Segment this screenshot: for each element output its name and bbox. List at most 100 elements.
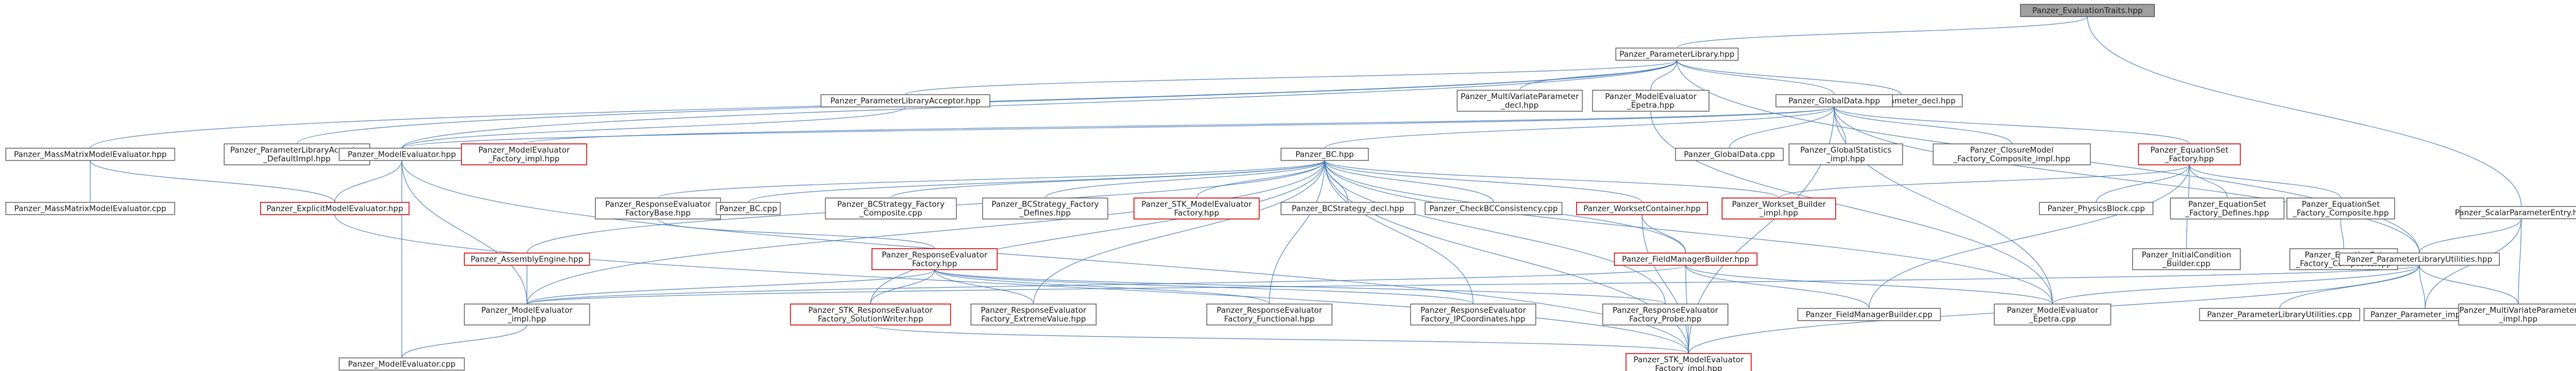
edge-mmme-to-explicitme	[87, 155, 335, 203]
node-box	[1206, 303, 1333, 326]
node-mmme[interactable]: Panzer_MassMatrixModelEvaluator.hpp	[5, 147, 175, 161]
node-globaldata_cpp[interactable]: Panzer_GlobalData.cpp	[1675, 147, 1784, 161]
node-meh[interactable]: Panzer_ModelEvaluator.hpp	[338, 147, 465, 161]
node-plu_cpp[interactable]: Panzer_ParameterLibraryUtilities.cpp	[2199, 308, 2361, 321]
edge-bc-to-workset_container	[1322, 155, 1643, 203]
node-label: Factory_impl.hpp	[1655, 364, 1722, 371]
node-plu[interactable]: Panzer_ParameterLibraryUtilities.hpp	[2338, 252, 2500, 266]
edge-meh-to-me_impl	[399, 155, 528, 305]
edge-plu-to-param_impl	[2416, 260, 2426, 309]
node-workset_container[interactable]: Panzer_WorksetContainer.hpp	[1576, 202, 1708, 215]
edge-globaldata-to-me_fact_impl	[523, 101, 1838, 144]
node-plaacc[interactable]: Panzer_ParameterLibraryAcceptor.hpp	[820, 94, 990, 108]
edge-workset_container-to-fmb	[1639, 209, 1686, 253]
node-assembly[interactable]: Panzer_AssemblyEngine.hpp	[463, 252, 590, 266]
node-fmb[interactable]: Panzer_FieldManagerBuilder.hpp	[1613, 252, 1758, 266]
edge-me_impl-to-me_cpp	[401, 320, 530, 358]
node-label: Panzer_BCStrategy_Factory	[837, 200, 944, 209]
node-globalstats[interactable]: Panzer_GlobalStatistics_impl.hpp	[1788, 143, 1903, 165]
node-bcstrat_comp[interactable]: Panzer_BCStrategy_Factory_Composite.cpp	[825, 197, 957, 220]
node-label: Panzer_BC.cpp	[719, 204, 777, 214]
edge-resp_factory-to-resp_probe	[931, 264, 1666, 305]
edge-paramlib-to-globaldata	[1674, 55, 1835, 95]
node-box	[2132, 248, 2241, 270]
node-eqset_factory[interactable]: Panzer_EquationSet_Factory.hpp	[2138, 143, 2241, 165]
node-fmb_cpp[interactable]: Panzer_FieldManagerBuilder.cpp	[1797, 308, 1941, 321]
node-checkbc[interactable]: Panzer_CheckBCConsistency.cpp	[1424, 202, 1563, 215]
node-label: Factory_IPCoordinates.hpp	[1421, 315, 1525, 324]
node-me_impl[interactable]: Panzer_ModelEvaluator_impl.hpp	[463, 303, 590, 326]
node-label: Panzer_EquationSet	[2188, 200, 2266, 209]
node-bcstrat_decl[interactable]: Panzer_BCStrategy_decl.hpp	[1280, 202, 1416, 215]
node-box	[2039, 202, 2154, 215]
node-evaltraits[interactable]: Panzer_EvaluationTraits.hpp	[2020, 3, 2155, 17]
node-mmme_cpp[interactable]: Panzer_MassMatrixModelEvaluator.cpp	[5, 202, 175, 215]
edge-globaldata-to-globaldata_cpp	[1729, 101, 1837, 149]
node-label: Factory.hpp	[912, 259, 957, 268]
node-label: Panzer_GlobalData.cpp	[1684, 150, 1775, 160]
node-box	[1788, 143, 1903, 165]
node-label: Panzer_ResponseEvaluator	[1216, 306, 1322, 315]
edge-bc-to-bcstrat_comp	[890, 155, 1328, 199]
node-bcstrat_def[interactable]: Panzer_BCStrategy_Factory_Defines.hpp	[982, 197, 1109, 220]
node-label: Panzer_STK_ModelEvaluator	[1141, 200, 1252, 209]
node-bc_cpp[interactable]: Panzer_BC.cpp	[716, 202, 781, 215]
node-resp_functional[interactable]: Panzer_ResponseEvaluatorFactory_Function…	[1206, 303, 1333, 326]
edge-plu-to-me_epetra_cpp	[2052, 260, 2422, 305]
node-box	[716, 202, 781, 215]
node-bc[interactable]: Panzer_BC.hpp	[1280, 147, 1369, 161]
node-box	[790, 303, 951, 326]
node-me_cpp[interactable]: Panzer_ModelEvaluator.cpp	[338, 357, 465, 371]
node-stk_me_fact_impl[interactable]: Panzer_STK_ModelEvaluatorFactory_impl.hp…	[1625, 353, 1752, 371]
node-paramlib[interactable]: Panzer_ParameterLibrary.hpp	[1615, 47, 1739, 61]
node-resp_ipcoords[interactable]: Panzer_ResponseEvaluatorFactory_IPCoordi…	[1410, 303, 1537, 326]
node-me_fact_impl[interactable]: Panzer_ModelEvaluator_Factory_impl.hpp	[461, 143, 588, 165]
node-mvparam_impl[interactable]: Panzer_MultiVariateParameter_impl.hpp	[2458, 303, 2576, 326]
node-box	[970, 303, 1097, 326]
node-scalarparam[interactable]: Panzer_ScalarParameterEntry.hpp	[2455, 206, 2576, 220]
edge-stk_resp_sw-to-stk_me_fact_impl	[867, 320, 1689, 354]
node-label: Panzer_EvaluationTraits.hpp	[2032, 6, 2142, 16]
node-resp_probe[interactable]: Panzer_ResponseEvaluatorFactory_Probe.hp…	[1602, 303, 1729, 326]
node-box	[338, 357, 465, 371]
node-eqset_comp[interactable]: Panzer_EquationSet_Factory_Composite.hpp	[2286, 197, 2395, 220]
node-label: Panzer_MultiVariateParameter	[2460, 306, 2576, 315]
node-param_impl[interactable]: Panzer_Parameter_impl.hpp	[2363, 308, 2487, 321]
edge-fmb-to-fmb_cpp	[1683, 260, 1870, 309]
node-box	[1933, 143, 2091, 165]
node-label: Panzer_ModelEvaluator.cpp	[348, 360, 456, 369]
edge-bc-to-me_epetra_cpp	[1322, 155, 2053, 305]
node-label: Panzer_ScalarParameterEntry.hpp	[2455, 209, 2576, 218]
node-workset_builder[interactable]: Panzer_Workset_Builder_impl.hpp	[1721, 197, 1837, 220]
edge-globaldata-to-bc	[1324, 101, 1838, 149]
node-box	[1424, 202, 1563, 215]
edge-bc-to-resp_functional	[1269, 155, 1328, 305]
node-eqset_defines[interactable]: Panzer_EquationSet_Factory_Defines.hpp	[2170, 197, 2285, 220]
node-label: _Epetra.hpp	[1626, 101, 1674, 110]
node-resp_extreme[interactable]: Panzer_ResponseEvaluatorFactory_ExtremeV…	[970, 303, 1097, 326]
node-label: Panzer_BCStrategy_decl.hpp	[1291, 204, 1404, 214]
node-mee_epetra[interactable]: Panzer_ModelEvaluator_Epetra.hpp	[1592, 90, 1710, 112]
node-initcond[interactable]: Panzer_InitialCondition_Builder.cpp	[2132, 248, 2241, 270]
node-me_epetra_cpp[interactable]: Panzer_ModelEvaluator_Epetra.cpp	[1994, 303, 2111, 326]
node-box	[463, 303, 590, 326]
node-label: Panzer_ParameterLibrary.hpp	[1619, 50, 1735, 59]
node-globaldata[interactable]: Panzer_GlobalData.hpp	[1775, 94, 1893, 108]
node-label: Panzer_ResponseEvaluator	[882, 250, 988, 260]
edge-resp_factory-to-resp_functional	[932, 264, 1270, 305]
node-explicitme[interactable]: Panzer_ExplicitModelEvaluator.hpp	[260, 202, 410, 215]
node-label: Panzer_AssemblyEngine.hpp	[470, 255, 583, 264]
node-closuremodel[interactable]: Panzer_ClosureModel_Factory_Composite_im…	[1933, 143, 2091, 165]
node-stk_resp_sw[interactable]: Panzer_STK_ResponseEvaluatorFactory_Solu…	[790, 303, 951, 326]
edge-explicitme-to-stk_me_fact_impl	[332, 209, 1689, 354]
node-box	[1675, 147, 1784, 161]
node-physicsblock[interactable]: Panzer_PhysicsBlock.cpp	[2039, 202, 2154, 215]
node-label: Panzer_MassMatrixModelEvaluator.cpp	[14, 204, 166, 214]
node-mvparam_decl[interactable]: Panzer_MultiVariateParameter_decl.hpp	[1456, 90, 1583, 112]
node-label: Factory_Probe.hpp	[1629, 315, 1701, 324]
node-label: Panzer_ParameterLibraryAcceptor	[230, 146, 364, 155]
node-label: Panzer_ParameterLibraryUtilities.cpp	[2207, 310, 2352, 320]
